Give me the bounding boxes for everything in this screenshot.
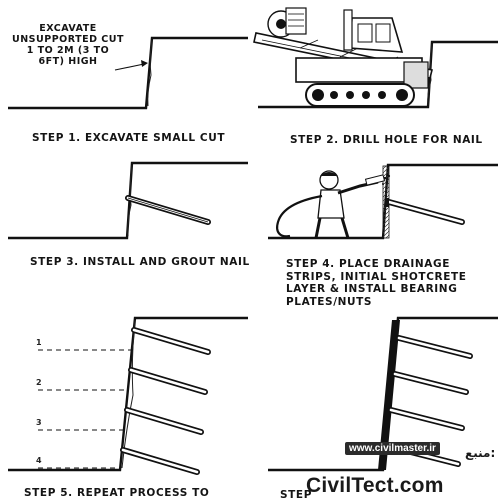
panel-step3-nail: [8, 161, 248, 240]
step1-note: EXCAVATE UNSUPPORTED CUT 1 TO 2M (3 TO 6…: [4, 23, 132, 67]
step1-note-line: EXCAVATE: [39, 23, 97, 34]
nails-step5: [120, 327, 211, 475]
step6-caption: STEP: [280, 489, 312, 501]
step4-caption: STEP 4. PLACE DRAINAGE STRIPS, INITIAL S…: [286, 258, 467, 308]
drill-rig: [253, 7, 433, 107]
lift-number: 4: [36, 456, 42, 465]
worker-torso: [317, 189, 345, 219]
lift-number: 1: [36, 338, 42, 347]
final-facing: [378, 320, 400, 470]
step1-note-line: 1 TO 2M (3 TO: [26, 45, 110, 56]
wall-face-texture: [121, 319, 136, 469]
watermark-source-label: منبع:: [465, 446, 496, 460]
step4-caption-line: STRIPS, INITIAL SHOTCRETE: [286, 270, 467, 283]
lift-number: 2: [36, 378, 42, 387]
worker-figure: [276, 170, 391, 239]
cut-face-texture: [127, 164, 133, 237]
arrow-head: [141, 60, 148, 67]
step1-caption: STEP 1. EXCAVATE SMALL CUT: [32, 132, 226, 144]
rig-body: [295, 57, 423, 83]
lift-number: 3: [36, 418, 42, 427]
step2-caption: STEP 2. DRILL HOLE FOR NAIL: [290, 134, 483, 146]
spray: [381, 174, 391, 186]
excavation-profile: [8, 316, 248, 472]
panel-step5-repeat: [8, 316, 248, 475]
step4-caption-line: LAYER & INSTALL BEARING: [286, 283, 458, 295]
watermark-site: www.civilmaster.ir: [345, 442, 440, 455]
panel-step6-final: [268, 316, 498, 472]
step1-note-line: UNSUPPORTED CUT: [12, 34, 124, 45]
hose: [276, 194, 323, 238]
step1-note-line: 6FT) HIGH: [38, 56, 98, 67]
excavation-profile: [8, 36, 248, 110]
panel-step4-shotcrete: [268, 163, 498, 240]
shotcrete-nozzle: [364, 174, 386, 186]
callout-arrow: [114, 63, 145, 71]
grouted-nail: [386, 199, 465, 225]
cut-face-texture: [147, 39, 153, 107]
step3-caption: STEP 3. INSTALL AND GROUT NAIL: [30, 256, 250, 268]
worker-legs: [314, 217, 350, 239]
panel-step2-drill: [253, 7, 498, 109]
rig-tracks: [305, 83, 415, 107]
grouted-nail: [125, 195, 211, 225]
watermark-brand: CivilTect.com: [306, 474, 444, 497]
step4-caption-line: PLATES/NUTS: [286, 295, 373, 308]
cut-face-texture: [427, 43, 433, 106]
step5-caption: STEP 5. REPEAT PROCESS TO: [24, 487, 210, 499]
bearing-plate: [385, 198, 389, 207]
panel-step1-cut: [8, 36, 248, 110]
step4-caption-line: STEP 4. PLACE DRAINAGE: [286, 258, 450, 270]
lift-lines: [38, 349, 133, 469]
